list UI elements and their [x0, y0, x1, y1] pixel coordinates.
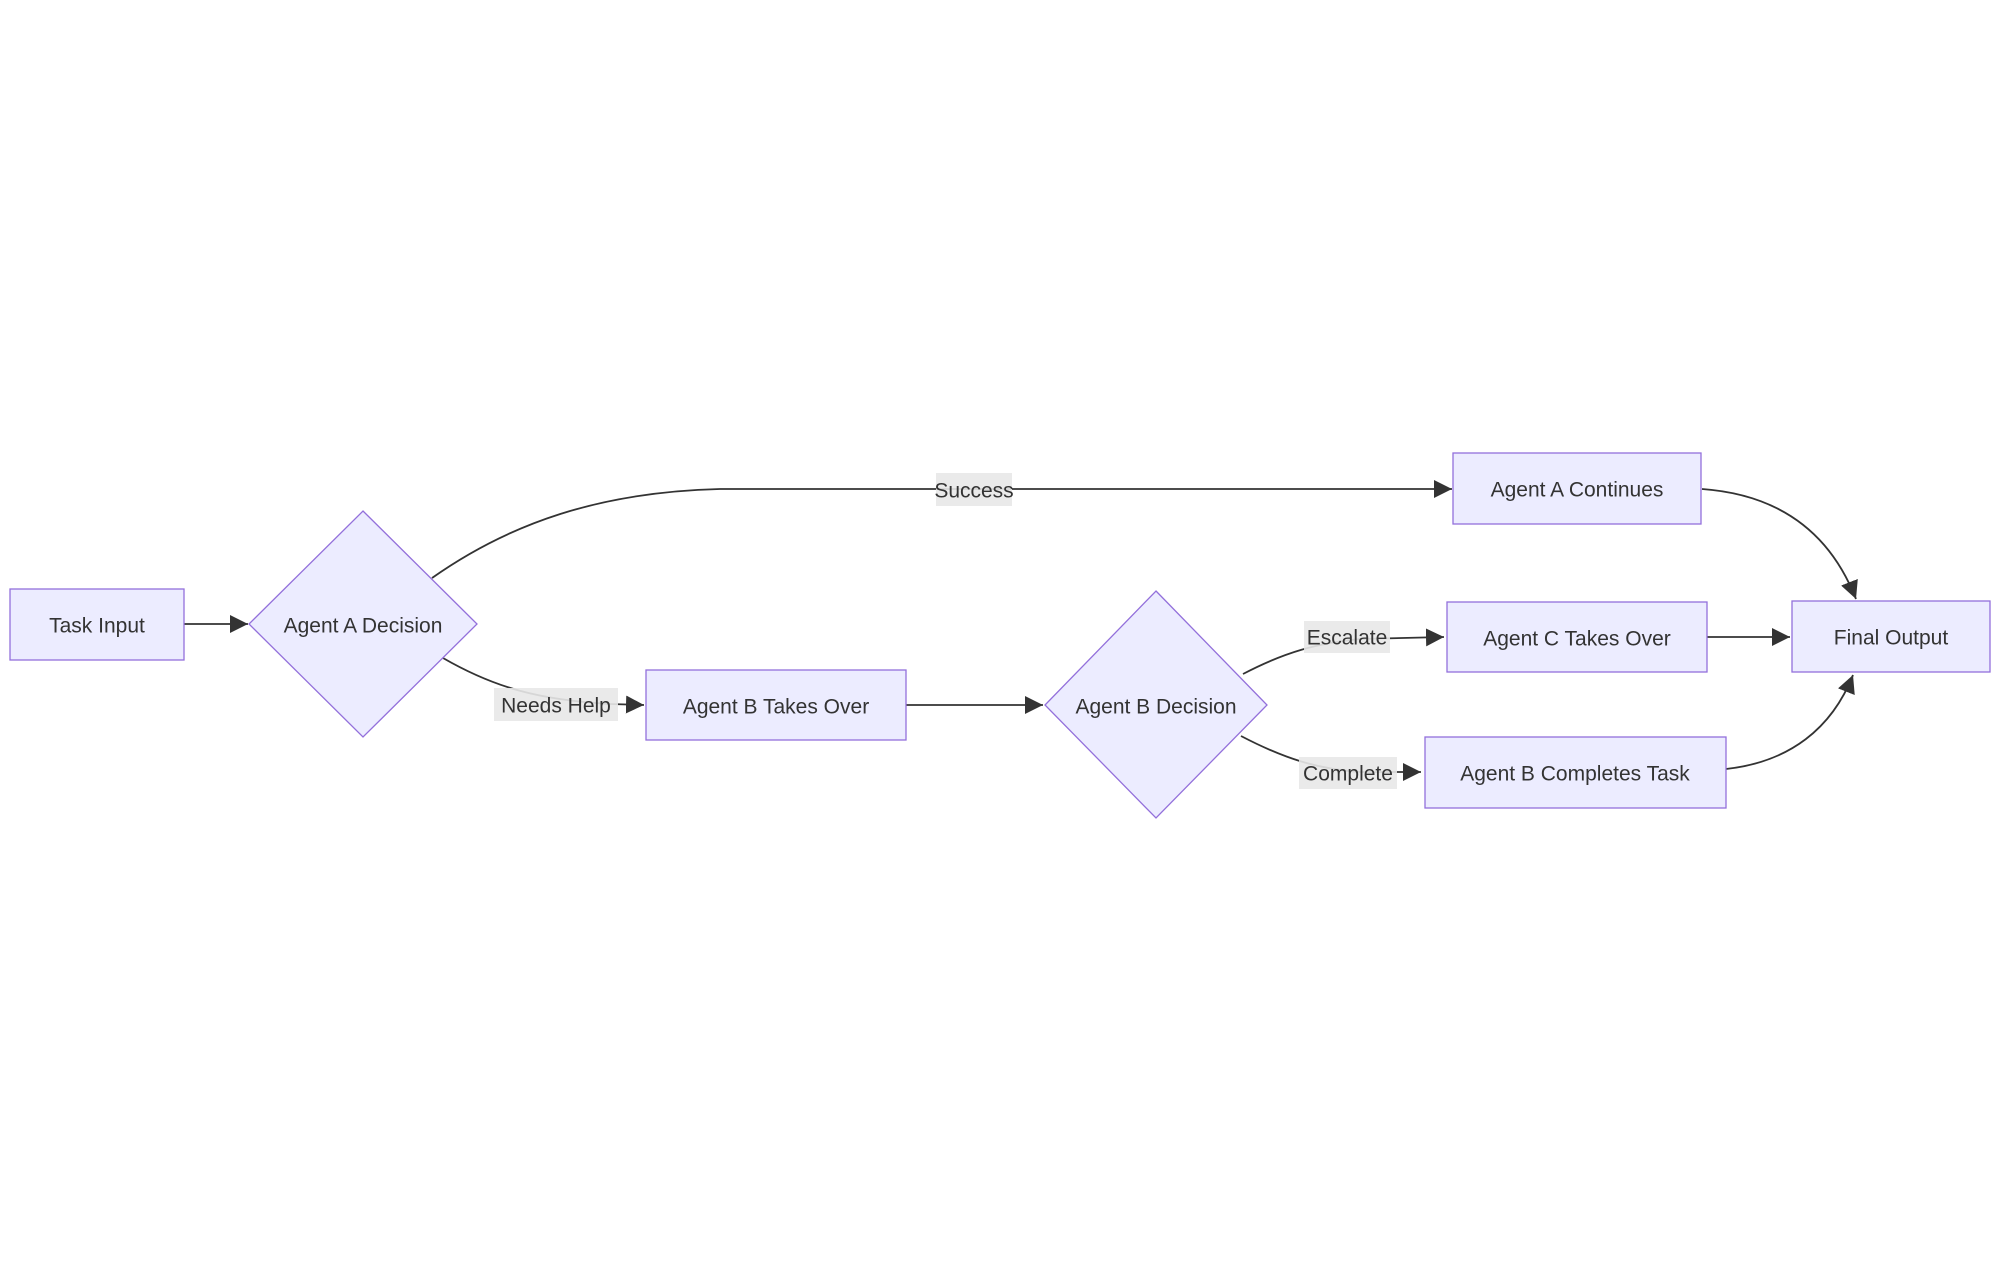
- edge-label-bg-success: [936, 473, 1012, 506]
- node-agent-a-continues: Agent A Continues: [1452, 452, 1702, 525]
- node-final-output: Final Output: [1791, 600, 1991, 673]
- node-agent-b-decision: Agent B Decision: [1044, 590, 1268, 819]
- edge-label-bg-complete: [1299, 757, 1397, 789]
- node-agent-b-completes-task: Agent B Completes Task: [1424, 736, 1727, 809]
- edge-agent-a-continues-to-final-output: [1701, 488, 1858, 600]
- edge-labels-layer: Success Needs Help Escalate Complete: [494, 473, 1397, 789]
- node-agent-b-takes-over-shape: [645, 669, 907, 741]
- edge-label-bg-escalate: [1304, 621, 1390, 653]
- node-agent-c-takes-over-shape: [1446, 601, 1708, 673]
- node-agent-a-decision-shape: [248, 510, 478, 738]
- edge-label-success: Success: [934, 479, 1013, 502]
- edge-label-complete: Complete: [1303, 762, 1393, 785]
- edge-agent-a-decision-to-agent-a-continues: [431, 480, 1452, 579]
- node-agent-a-decision: Agent A Decision: [248, 510, 478, 738]
- node-task-input-label: Task Input: [49, 614, 145, 637]
- node-agent-a-continues-shape: [1452, 452, 1702, 525]
- node-agent-c-takes-over: Agent C Takes Over: [1446, 601, 1708, 673]
- node-task-input: Task Input: [9, 588, 185, 661]
- edge-agent-b-completes-task-to-final-output: [1725, 674, 1855, 770]
- node-agent-b-takes-over: Agent B Takes Over: [645, 669, 907, 741]
- node-agent-a-decision-label: Agent A Decision: [284, 614, 443, 637]
- node-agent-a-continues-label: Agent A Continues: [1491, 478, 1664, 501]
- node-agent-b-decision-shape: [1044, 590, 1268, 819]
- edge-label-needs-help: Needs Help: [501, 694, 611, 717]
- edge-label-escalate: Escalate: [1307, 626, 1388, 649]
- node-agent-b-takes-over-label: Agent B Takes Over: [683, 695, 869, 718]
- node-agent-b-completes-task-label: Agent B Completes Task: [1460, 762, 1690, 785]
- node-agent-b-decision-label: Agent B Decision: [1075, 695, 1236, 718]
- node-agent-c-takes-over-label: Agent C Takes Over: [1483, 627, 1671, 650]
- node-final-output-shape: [1791, 600, 1991, 673]
- node-final-output-label: Final Output: [1834, 626, 1949, 649]
- node-task-input-shape: [9, 588, 185, 661]
- node-agent-b-completes-task-shape: [1424, 736, 1727, 809]
- edge-label-bg-needs-help: [494, 688, 618, 721]
- nodes-layer: Task Input Agent A Decision Agent A Cont…: [9, 452, 1991, 819]
